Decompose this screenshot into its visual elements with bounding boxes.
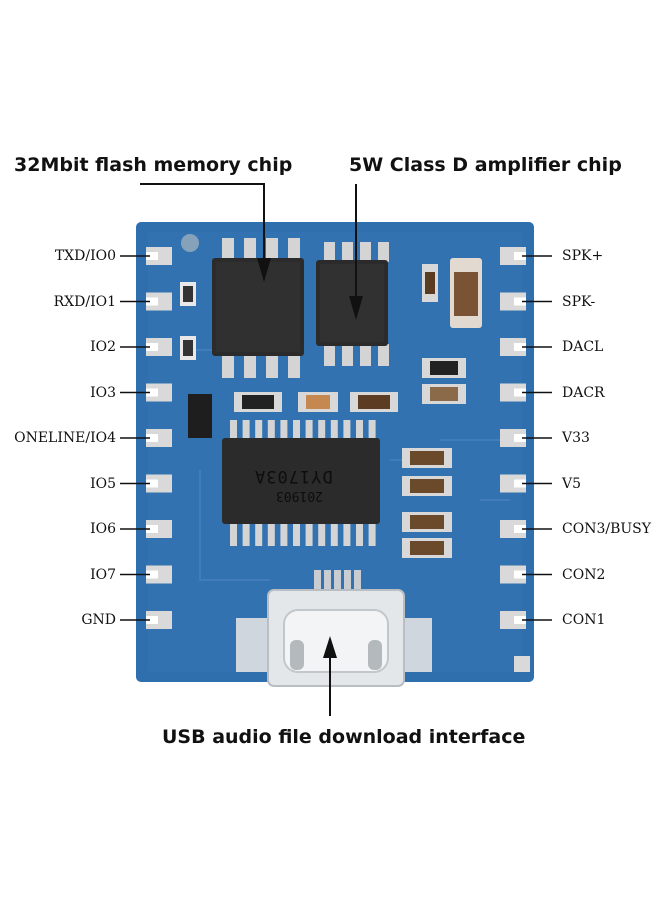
decoder-chip-marking: DY1703A bbox=[254, 466, 333, 486]
left-pin-label: IO6 bbox=[90, 521, 116, 537]
left-pin-label: IO3 bbox=[90, 384, 116, 401]
left-pad bbox=[146, 565, 172, 584]
pin-leader-lines bbox=[120, 255, 552, 621]
mounting-hole bbox=[181, 234, 199, 252]
left-pad bbox=[146, 474, 172, 493]
callout-arrowheads bbox=[257, 258, 363, 658]
left-pin-label: IO5 bbox=[90, 475, 116, 492]
left-pad bbox=[146, 520, 172, 538]
right-pin-label: SPK+ bbox=[562, 248, 604, 264]
flash-callout: 32Mbit flash memory chip bbox=[14, 154, 293, 176]
flash-chip bbox=[212, 238, 304, 378]
left-pin-label: RXD/IO1 bbox=[53, 293, 116, 310]
decoder-chip-date: 201903 bbox=[276, 488, 323, 503]
right-pad bbox=[500, 247, 526, 265]
right-pad bbox=[500, 292, 526, 311]
pcb-traces bbox=[180, 349, 510, 581]
right-pin-label: CON2 bbox=[562, 566, 606, 583]
left-pin-pads bbox=[146, 247, 172, 629]
right-pad bbox=[500, 565, 526, 584]
left-pad bbox=[146, 338, 172, 356]
left-pin-label: IO7 bbox=[90, 566, 116, 583]
right-pin-label: DACL bbox=[562, 339, 604, 355]
left-pin-label: ONELINE/IO4 bbox=[14, 430, 116, 446]
right-pad bbox=[500, 429, 526, 447]
right-pin-label: CON3/BUSY bbox=[562, 521, 651, 537]
left-pad bbox=[146, 247, 172, 265]
right-pin-label: SPK- bbox=[562, 293, 596, 310]
usb-callout: USB audio file download interface bbox=[162, 726, 526, 748]
right-pad bbox=[500, 611, 526, 629]
usb-connector bbox=[236, 570, 432, 687]
right-pad bbox=[500, 338, 526, 356]
board-corner-pad bbox=[514, 656, 530, 672]
left-pad bbox=[146, 611, 172, 629]
amplifier-callout: 5W Class D amplifier chip bbox=[349, 154, 622, 176]
right-pin-pads bbox=[500, 247, 526, 629]
decoder-chip bbox=[222, 420, 380, 546]
right-pad bbox=[500, 383, 526, 402]
callout-lines bbox=[140, 183, 357, 716]
left-pad bbox=[146, 383, 172, 402]
passive-components bbox=[180, 258, 482, 558]
left-pad bbox=[146, 292, 172, 311]
right-pin-label: V33 bbox=[562, 430, 590, 446]
right-pad bbox=[500, 520, 526, 538]
right-pin-label: DACR bbox=[562, 384, 605, 401]
right-pad bbox=[500, 474, 526, 493]
right-pin-label: V5 bbox=[562, 475, 582, 492]
right-pin-label: CON1 bbox=[562, 612, 606, 628]
left-pin-label: IO2 bbox=[90, 339, 116, 355]
left-pad bbox=[146, 429, 172, 447]
left-pin-label: GND bbox=[81, 612, 116, 628]
left-pin-label: TXD/IO0 bbox=[54, 248, 116, 264]
